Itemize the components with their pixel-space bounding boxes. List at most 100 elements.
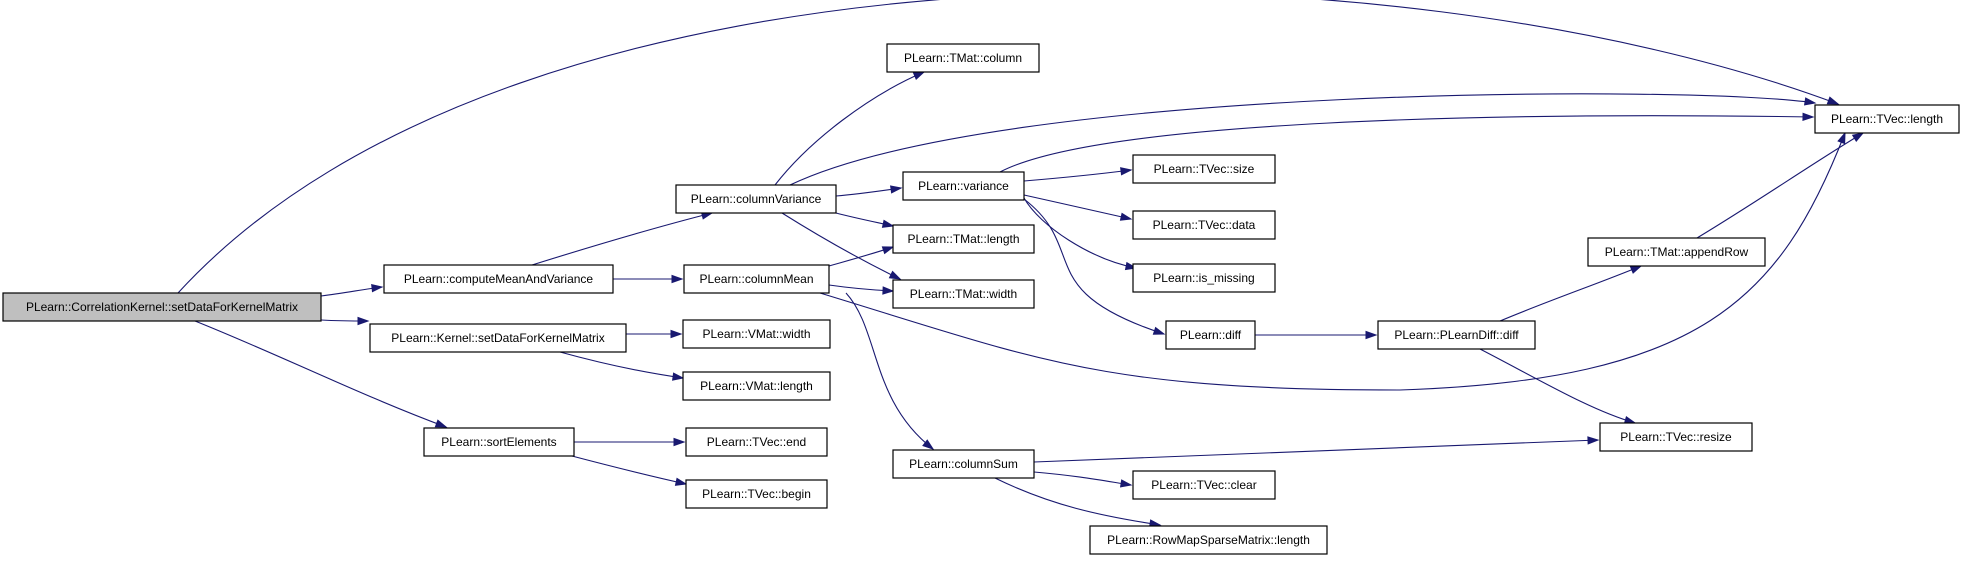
edge-columnSum-to-rowMapLength	[994, 477, 1161, 526]
node-columnMean[interactable]: PLearn::columnMean	[683, 264, 830, 294]
edge-root-to-sortElements-arrowhead	[434, 419, 448, 428]
node-isMissing[interactable]: PLearn::is_missing	[1132, 263, 1276, 293]
node-kernelSetData[interactable]: PLearn::Kernel::setDataForKernelMatrix	[369, 323, 627, 353]
node-root[interactable]: PLearn::CorrelationKernel::setDataForKer…	[2, 292, 322, 322]
node-vmatLength[interactable]: PLearn::VMat::length	[682, 371, 831, 401]
node-label: PLearn::RowMapSparseMatrix::length	[1107, 533, 1310, 547]
node-box	[675, 184, 837, 214]
node-box	[369, 323, 627, 353]
node-box	[423, 427, 575, 457]
node-box	[886, 43, 1040, 73]
node-tvecEnd[interactable]: PLearn::TVec::end	[685, 427, 828, 457]
node-sortElements[interactable]: PLearn::sortElements	[423, 427, 575, 457]
node-box	[902, 171, 1025, 201]
node-label: PLearn::sortElements	[441, 435, 556, 449]
edge-sortElements-to-tvecBegin-arrowhead	[674, 477, 688, 486]
node-tmatWidth[interactable]: PLearn::TMat::width	[892, 279, 1035, 309]
edge-appendRow-to-tvecLength	[1696, 132, 1864, 239]
edge-kernelSetData-to-vmatWidth-arrowhead	[670, 329, 683, 339]
node-box	[1599, 422, 1753, 452]
node-label: PLearn::computeMeanAndVariance	[404, 272, 594, 286]
edge-columnSum-to-tvecClear	[1033, 471, 1132, 486]
edge-variance-to-tvecLength	[999, 115, 1814, 173]
node-label: PLearn::columnSum	[909, 457, 1018, 471]
edge-variance-to-tvecSize-arrowhead	[1120, 167, 1133, 176]
nodes-layer: PLearn::CorrelationKernel::setDataForKer…	[2, 43, 1960, 555]
node-label: PLearn::TVec::size	[1154, 162, 1255, 176]
edge-kernelSetData-to-vmatLength	[559, 351, 684, 379]
node-vmatWidth[interactable]: PLearn::VMat::width	[682, 319, 831, 349]
node-label: PLearn::is_missing	[1153, 271, 1254, 285]
edge-columnVariance-to-tmatLength-arrowhead	[881, 219, 895, 228]
node-label: PLearn::TMat::column	[904, 51, 1022, 65]
edge-variance-to-diff	[1023, 198, 1165, 335]
edge-columnMean-to-tvecLength	[819, 292, 1401, 391]
edge-root-to-tvecLength-arrowhead	[1826, 96, 1840, 105]
edge-columnMean-to-tmatWidth-arrowhead	[882, 286, 895, 295]
node-label: PLearn::TMat::width	[910, 287, 1017, 301]
edge-computeMeanAndVariance-to-columnVariance	[531, 212, 713, 266]
node-box	[1814, 104, 1960, 134]
edges-layer	[177, 0, 1865, 528]
node-tvecBegin[interactable]: PLearn::TVec::begin	[685, 479, 828, 509]
edge-columnVariance-to-tmatWidth-arrowhead	[888, 270, 902, 280]
node-label: PLearn::diff	[1180, 328, 1242, 342]
node-box	[1132, 210, 1276, 240]
edge-root-to-kernelSetData-arrowhead	[357, 316, 370, 326]
edge-sortElements-to-tvecBegin	[571, 455, 687, 485]
edge-plearnDiff-to-appendRow-arrowhead	[1629, 265, 1643, 274]
edge-columnSum-to-tvecClear-arrowhead	[1119, 479, 1133, 488]
edge-columnVariance-to-tmatColumn-arrowhead	[912, 71, 926, 80]
node-variance[interactable]: PLearn::variance	[902, 171, 1025, 201]
node-label: PLearn::variance	[918, 179, 1009, 193]
node-columnSum[interactable]: PLearn::columnSum	[892, 449, 1035, 479]
node-tmatLength[interactable]: PLearn::TMat::length	[892, 224, 1035, 254]
node-computeMeanAndVariance[interactable]: PLearn::computeMeanAndVariance	[383, 264, 614, 294]
edge-variance-to-tvecData	[1023, 194, 1132, 220]
node-label: PLearn::TVec::clear	[1151, 478, 1256, 492]
edge-columnMean-to-columnSum	[845, 292, 934, 450]
node-box	[892, 224, 1035, 254]
edge-variance-to-diff-arrowhead	[1152, 326, 1166, 335]
edge-kernelSetData-to-vmatLength-arrowhead	[672, 372, 685, 381]
node-tvecSize[interactable]: PLearn::TVec::size	[1132, 154, 1276, 184]
edge-variance-to-tvecLength-arrowhead	[1802, 112, 1815, 122]
edge-columnMean-to-tvecLength-arrowhead	[1837, 131, 1846, 145]
node-box	[1165, 320, 1256, 350]
edge-columnVariance-to-tmatWidth	[781, 212, 901, 280]
node-columnVariance[interactable]: PLearn::columnVariance	[675, 184, 837, 214]
node-tvecData[interactable]: PLearn::TVec::data	[1132, 210, 1276, 240]
node-plearnDiff[interactable]: PLearn::PLearnDiff::diff	[1377, 320, 1536, 350]
node-box	[682, 371, 831, 401]
node-appendRow[interactable]: PLearn::TMat::appendRow	[1587, 237, 1766, 267]
node-label: PLearn::TVec::end	[707, 435, 806, 449]
edge-columnVariance-to-tmatColumn	[774, 71, 925, 186]
node-label: PLearn::CorrelationKernel::setDataForKer…	[26, 300, 298, 314]
edge-columnVariance-to-tvecLength-arrowhead	[1803, 97, 1817, 106]
edge-appendRow-to-tvecLength-arrowhead	[1851, 132, 1865, 143]
node-tvecResize[interactable]: PLearn::TVec::resize	[1599, 422, 1753, 452]
node-box	[2, 292, 322, 322]
node-label: PLearn::PLearnDiff::diff	[1394, 328, 1519, 342]
edge-columnMean-to-tvecLength-segment	[1399, 132, 1846, 391]
node-box	[383, 264, 614, 294]
node-rowMapLength[interactable]: PLearn::RowMapSparseMatrix::length	[1089, 525, 1328, 555]
edge-plearnDiff-to-tvecResize	[1479, 348, 1636, 424]
node-box	[1089, 525, 1328, 555]
edge-root-to-tvecLength	[177, 0, 1839, 294]
node-label: PLearn::Kernel::setDataForKernelMatrix	[391, 331, 604, 345]
node-tvecLength[interactable]: PLearn::TVec::length	[1814, 104, 1960, 134]
node-box	[685, 479, 828, 509]
node-tmatColumn[interactable]: PLearn::TMat::column	[886, 43, 1040, 73]
node-label: PLearn::TVec::resize	[1620, 430, 1732, 444]
edge-columnMean-to-columnSum-arrowhead	[922, 439, 935, 450]
node-tvecClear[interactable]: PLearn::TVec::clear	[1132, 470, 1276, 500]
node-box	[892, 279, 1035, 309]
edge-sortElements-to-tvecEnd-arrowhead	[673, 437, 686, 447]
edge-columnMean-to-tmatLength-arrowhead	[881, 246, 895, 255]
node-diff[interactable]: PLearn::diff	[1165, 320, 1256, 350]
node-label: PLearn::VMat::width	[702, 327, 810, 341]
node-box	[1132, 263, 1276, 293]
node-label: PLearn::VMat::length	[700, 379, 813, 393]
edge-variance-to-isMissing	[1023, 197, 1137, 269]
